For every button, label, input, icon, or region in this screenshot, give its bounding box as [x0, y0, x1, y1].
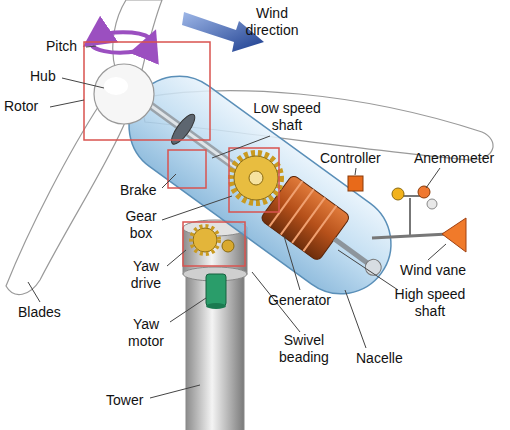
part-label: Brake: [120, 182, 157, 199]
part-label: Blades: [18, 304, 61, 321]
part-label: Swivel beading: [272, 332, 336, 366]
part-label: Controller: [320, 150, 381, 167]
part-label: Gear box: [120, 208, 162, 242]
part-label: Wind direction: [236, 5, 308, 39]
part-label: Nacelle: [356, 350, 403, 367]
part-label: Rotor: [4, 98, 38, 115]
part-label: Hub: [30, 68, 56, 85]
part-label: Pitch: [46, 38, 77, 55]
part-label: Low speed shaft: [246, 100, 328, 134]
part-label: Yaw motor: [122, 316, 170, 350]
part-label: Generator: [268, 292, 331, 309]
part-label: Yaw drive: [124, 258, 168, 292]
part-label: High speed shaft: [388, 286, 472, 320]
part-label: Wind vane: [400, 262, 466, 279]
part-label: Anemometer: [414, 150, 494, 167]
part-label: Tower: [106, 392, 143, 409]
